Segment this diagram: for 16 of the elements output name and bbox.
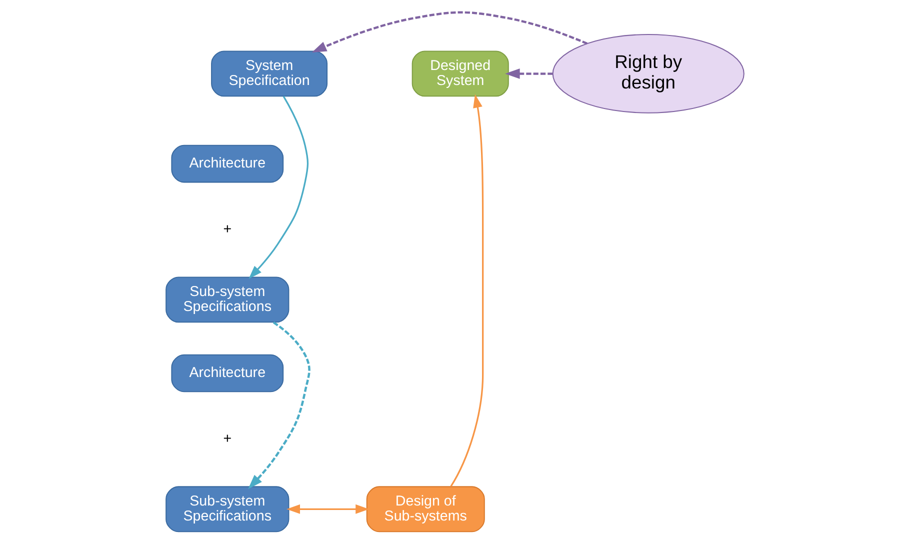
label: + [222, 221, 232, 238]
arrow [286, 504, 369, 514]
node-box: Sub-system Specifications [165, 486, 289, 532]
arrow [248, 96, 308, 279]
arrow [248, 321, 310, 490]
node-box: Design of Sub-systems [366, 486, 484, 532]
node-box: System Specification [210, 50, 328, 97]
node-box: Architecture [170, 144, 284, 183]
arrow [311, 11, 587, 52]
node-ellipse: Right by design [552, 34, 744, 114]
label: + [222, 430, 232, 447]
arrow [504, 68, 552, 79]
node-box: Designed System [411, 50, 508, 97]
node-box: Sub-system Specifications [165, 276, 289, 323]
node-box: Architecture [170, 354, 284, 392]
arrow [450, 94, 484, 487]
